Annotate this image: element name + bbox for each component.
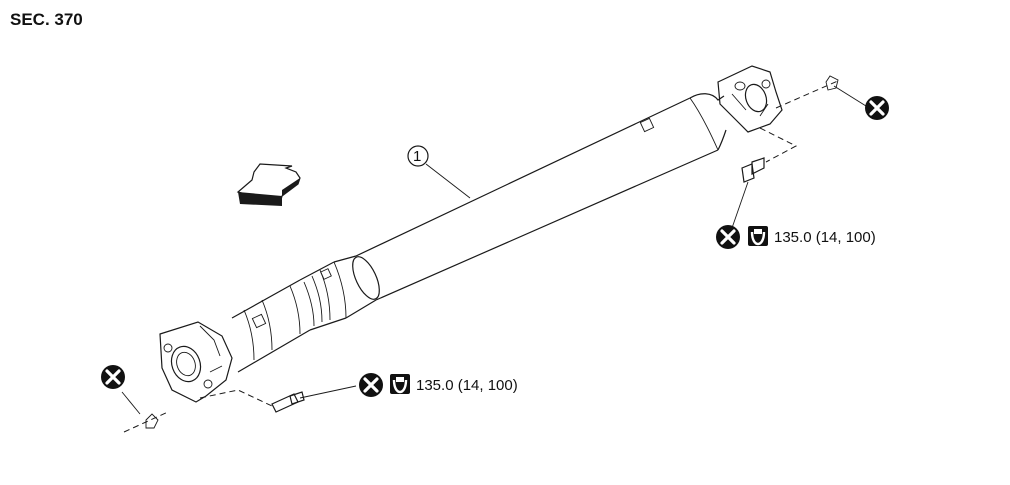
x-circle-icon — [716, 225, 740, 249]
callout-leader — [425, 163, 471, 199]
front-fastener-lines — [121, 385, 357, 433]
rear-fastener-lines — [731, 75, 841, 229]
part-callout-number: 1 — [413, 148, 421, 165]
x-circle-icon — [101, 365, 125, 389]
propeller-shaft — [231, 93, 727, 373]
rear-flange — [717, 65, 783, 133]
section-label: SEC. 370 — [10, 10, 83, 29]
part-callout: 1 — [407, 145, 429, 167]
x-circle-icon — [359, 373, 383, 397]
rear-torque-spec: 135.0 (14, 100) — [774, 229, 876, 246]
torque-wrench-icon — [748, 226, 768, 246]
rear-nut-leader — [833, 85, 867, 107]
torque-wrench-icon — [390, 374, 410, 394]
front-torque-spec: 135.0 (14, 100) — [416, 377, 518, 394]
front-flange — [159, 321, 233, 403]
front-direction-arrow-icon — [236, 163, 301, 206]
x-circle-icon — [865, 96, 889, 120]
